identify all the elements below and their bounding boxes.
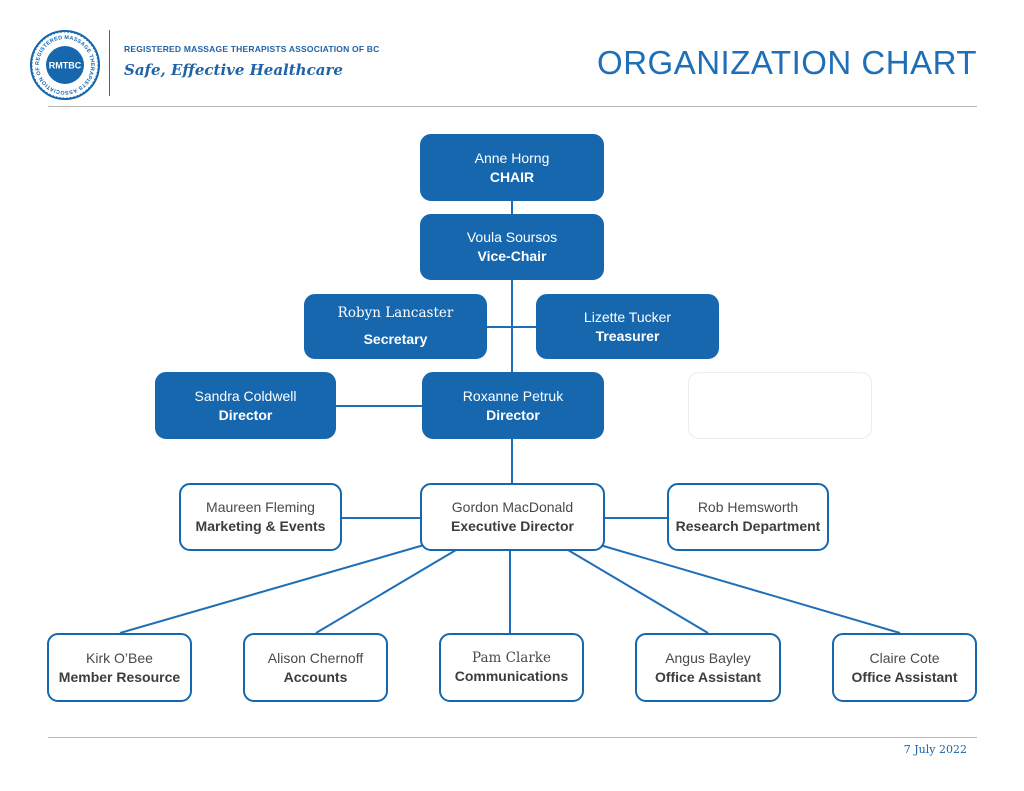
org-name: REGISTERED MASSAGE THERAPISTS ASSOCIATIO…	[124, 44, 380, 54]
node-role: Marketing & Events	[195, 518, 326, 534]
node-role: Research Department	[675, 518, 821, 534]
node-name: Robyn Lancaster	[337, 304, 454, 321]
node-name: Gordon MacDonald	[451, 499, 574, 516]
connector-executive-staff-5	[599, 544, 901, 634]
node-role: CHAIR	[489, 168, 535, 185]
node-name: Rob Hemsworth	[697, 499, 799, 516]
node-name: Pam Clarke	[472, 649, 551, 666]
node-staff: Kirk O’Bee Member Resource	[47, 633, 192, 702]
tagline: Safe, Effective Healthcare	[124, 61, 343, 79]
node-name: Angus Bayley	[665, 649, 751, 666]
node-role: Secretary	[363, 331, 428, 348]
node-role: Vice-Chair	[477, 248, 547, 264]
node-staff: Alison Chernoff Accounts	[243, 633, 388, 702]
node-name: Sandra Coldwell	[194, 387, 297, 404]
node-director-2: Roxanne Petruk Director	[422, 372, 604, 439]
date: 7 July 2022	[903, 743, 967, 756]
node-secretary: Robyn Lancaster Secretary	[304, 294, 487, 359]
node-marketing: Maureen Fleming Marketing & Events	[179, 483, 342, 551]
node-role: Communications	[454, 668, 569, 685]
node-role: Office Assistant	[851, 668, 958, 685]
node-research: Rob Hemsworth Research Department	[667, 483, 829, 551]
node-name: Voula Soursos	[466, 229, 558, 246]
node-role: Director	[486, 406, 540, 423]
rmtbc-logo: REGISTERED MASSAGE THERAPISTS ASSOCIATIO…	[28, 26, 100, 100]
header-divider	[48, 106, 977, 107]
node-name: Alison Chernoff	[267, 649, 364, 666]
page-title: ORGANIZATION CHART	[597, 44, 977, 81]
node-staff: Pam Clarke Communications	[439, 633, 584, 702]
node-chair: Anne Horng CHAIR	[420, 134, 604, 201]
node-name: Kirk O’Bee	[86, 649, 153, 666]
connector-executive-staff-4	[567, 549, 709, 634]
node-executive-director: Gordon MacDonald Executive Director	[420, 483, 605, 551]
node-name: Anne Horng	[474, 149, 550, 166]
node-name: Maureen Fleming	[206, 499, 315, 516]
node-staff: Angus Bayley Office Assistant	[635, 633, 781, 702]
connector-executive-staff-2	[315, 549, 457, 634]
logo-divider	[109, 30, 110, 96]
node-role: Member Resource	[58, 668, 181, 685]
node-vice-chair: Voula Soursos Vice-Chair	[420, 214, 604, 280]
node-name: Roxanne Petruk	[462, 387, 564, 404]
node-role: Accounts	[283, 668, 348, 685]
node-role: Executive Director	[451, 518, 574, 534]
footer-divider	[48, 737, 977, 738]
node-role: Director	[218, 406, 273, 423]
node-staff: Claire Cote Office Assistant	[832, 633, 977, 702]
logo-text: RMTBC	[49, 61, 82, 71]
node-vacant	[688, 372, 872, 439]
node-treasurer: Lizette Tucker Treasurer	[536, 294, 719, 359]
node-director-1: Sandra Coldwell Director	[155, 372, 336, 439]
node-name: Claire Cote	[869, 649, 940, 666]
node-role: Office Assistant	[654, 668, 762, 685]
connector-executive-staff-1	[119, 544, 425, 634]
node-role: Treasurer	[595, 327, 660, 344]
node-name: Lizette Tucker	[583, 308, 672, 325]
